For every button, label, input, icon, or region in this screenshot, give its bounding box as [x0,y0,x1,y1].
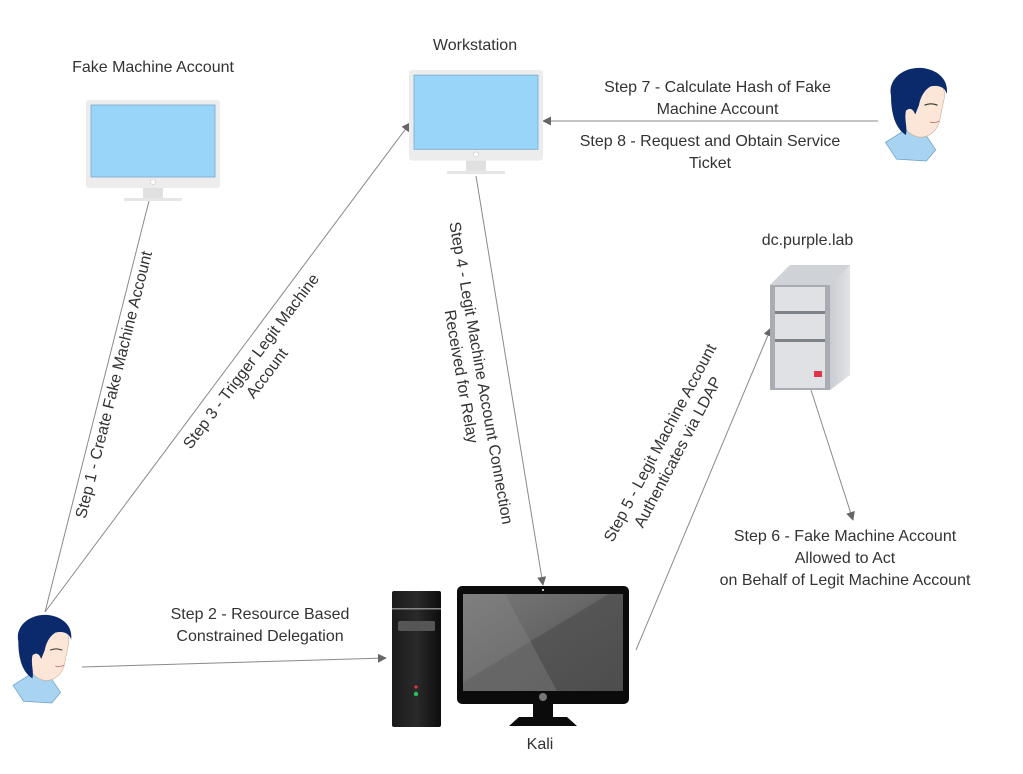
step4-arrow [475,175,547,586]
connectors [44,116,878,668]
step6-line1: Step 6 - Fake Machine Account [733,528,957,545]
step6-arrow [810,389,855,521]
step7-line1: Step 7 - Calculate Hash of Fake [604,79,831,96]
step8-line2: Ticket [688,155,732,172]
kali-tower-icon [392,591,441,727]
workstation-label: Workstation [432,37,518,54]
step2-line1: Step 2 - Resource Based [170,606,350,623]
step7-line2: Machine Account [656,101,779,118]
step8-line1: Step 8 - Request and Obtain Service [579,133,841,150]
step6-line2: Allowed to Act [794,550,896,567]
step7-label: Step 7 - Calculate Hash of Fake Machine … [570,77,865,121]
step2-line2: Constrained Delegation [176,628,344,645]
user-avatar-icon [884,67,948,162]
fake-machine-monitor-icon [85,99,221,202]
dc-server-icon [770,265,850,390]
step2-arrow [81,653,387,668]
step2-label: Step 2 - Resource Based Constrained Dele… [140,604,380,648]
fake-machine-label: Fake Machine Account [72,59,234,76]
dc-label: dc.purple.lab [761,232,854,249]
step6-label: Step 6 - Fake Machine Account Allowed to… [690,526,1000,592]
step5-arrow [635,327,773,651]
workstation-monitor-icon [408,69,544,175]
kali-label: Kali [526,736,554,753]
attacker-avatar-icon [12,614,72,704]
step6-line3: on Behalf of Legit Machine Account [719,572,971,589]
step1-arrow [44,184,156,613]
step3-arrow [44,122,411,613]
step8-label: Step 8 - Request and Obtain Service Tick… [555,131,865,175]
kali-monitor-icon [457,586,629,726]
